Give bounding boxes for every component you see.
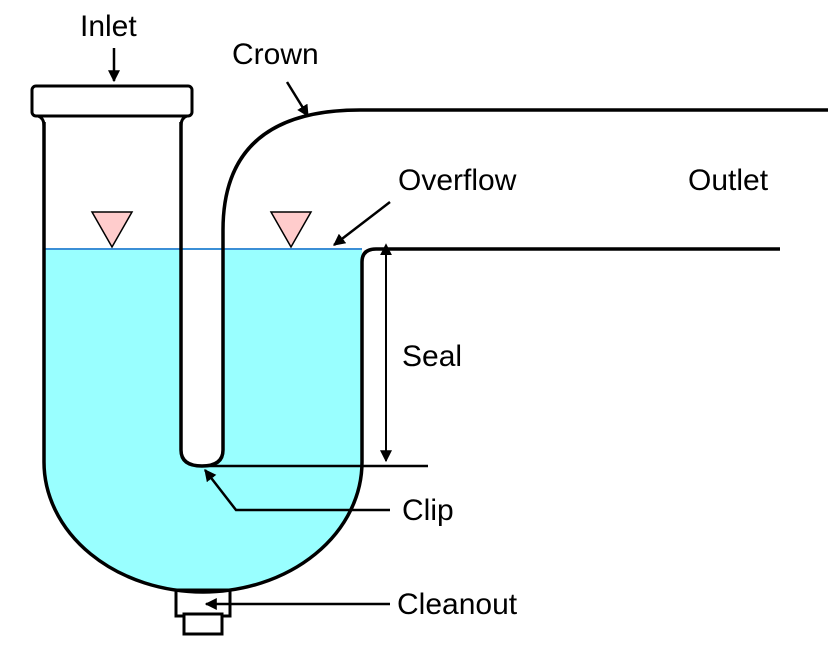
crown-arrow	[285, 81, 310, 118]
cleanout-plug-inner	[182, 612, 224, 636]
water-level-marker-icon	[90, 211, 134, 249]
trap-inner-wall	[179, 108, 828, 468]
overflow-arrow	[333, 201, 391, 246]
inlet-neck	[37, 114, 188, 127]
cleanout-label: Cleanout	[397, 588, 518, 621]
inlet-label: Inlet	[80, 10, 137, 43]
trap-outer-wall	[42, 122, 780, 594]
seal-label: Seal	[402, 340, 462, 373]
water-body	[44, 249, 362, 592]
inlet-collar	[30, 84, 194, 118]
water-level-marker-icon	[269, 211, 313, 249]
clip-arrow	[204, 469, 390, 512]
outlet-label: Outlet	[688, 164, 769, 197]
crown-label: Crown	[232, 38, 319, 71]
clip-label: Clip	[402, 494, 454, 527]
overflow-label: Overflow	[398, 164, 517, 197]
